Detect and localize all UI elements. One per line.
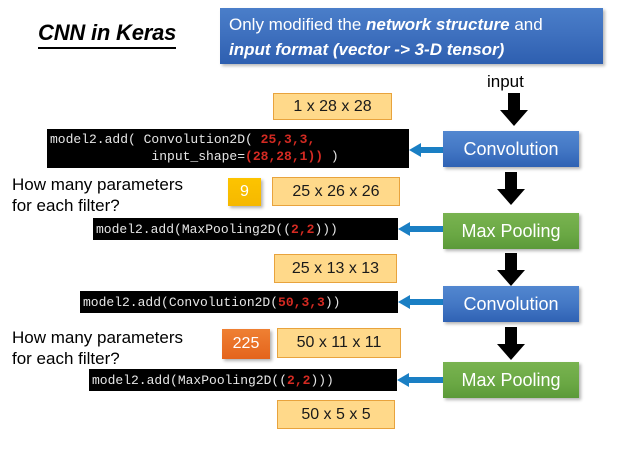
layer-maxpooling-1[interactable]: Max Pooling <box>443 213 579 249</box>
code-pool2-text: model2.add(MaxPooling2D(( <box>92 372 288 388</box>
question-1-line-1: How many parameters <box>12 175 184 194</box>
connector-arrow-maxpooling-2-icon <box>397 373 445 387</box>
down-arrow-conv2-to-pool2-icon <box>497 327 525 360</box>
code-conv2-numbers: 50,3,3 <box>278 294 325 310</box>
note-banner-line1-emphasis: network structure <box>366 15 510 34</box>
question-parameters-2: How many parameters for each filter? <box>12 327 183 369</box>
note-banner-line1-pre: Only modified the <box>229 15 367 34</box>
question-2-line-1: How many parameters <box>12 328 184 347</box>
code-pool1-numbers: 2,2 <box>291 221 315 237</box>
code-pool2-numbers: 2,2 <box>287 372 311 388</box>
question-parameters-1: How many parameters for each filter? <box>12 174 183 216</box>
down-arrow-pool1-to-conv2-icon <box>497 253 525 286</box>
code-conv1-line2-numbers: (28,28,1)) <box>245 149 324 164</box>
code-pool1-tail: ))) <box>314 221 338 237</box>
page-title-text: CNN in Keras <box>38 20 176 49</box>
connector-arrow-convolution-1-icon <box>409 143 445 157</box>
down-arrow-input-icon <box>500 93 528 126</box>
shape-conv2: 50 x 11 x 11 <box>277 328 401 358</box>
shape-input: 1 x 28 x 28 <box>273 93 392 120</box>
code-conv1-line1-numbers: 25,3,3, <box>260 132 316 147</box>
page-title: CNN in Keras <box>38 20 176 49</box>
code-block-maxpooling-2[interactable]: model2.add(MaxPooling2D((2,2))) <box>89 369 397 391</box>
code-conv2-tail: )) <box>324 294 341 310</box>
layer-maxpooling-2[interactable]: Max Pooling <box>443 362 579 398</box>
badge-param-count-2: 225 <box>222 329 270 359</box>
note-banner: Only modified the network structure and … <box>220 8 603 64</box>
badge-param-count-1: 9 <box>228 178 261 206</box>
code-block-maxpooling-1[interactable]: model2.add(MaxPooling2D((2,2))) <box>93 218 398 240</box>
note-banner-line2-emphasis: input format (vector -> 3-D tensor) <box>229 40 505 59</box>
connector-arrow-convolution-2-icon <box>398 295 445 309</box>
shape-pool2: 50 x 5 x 5 <box>277 400 395 429</box>
shape-conv1: 25 x 26 x 26 <box>272 177 400 206</box>
layer-convolution-1[interactable]: Convolution <box>443 131 579 167</box>
note-banner-line1-post: and <box>509 15 543 34</box>
down-arrow-conv1-to-pool1-icon <box>497 172 525 205</box>
note-banner-line-2: input format (vector -> 3-D tensor) <box>229 37 594 62</box>
code-conv2-text: model2.add(Convolution2D( <box>83 294 279 310</box>
connector-arrow-maxpooling-1-icon <box>398 222 445 236</box>
code-conv1-line2-text: input_shape= <box>50 149 246 164</box>
code-pool2-tail: ))) <box>310 372 334 388</box>
code-conv1-line2-tail: ) <box>323 149 339 164</box>
code-pool1-text: model2.add(MaxPooling2D(( <box>96 221 292 237</box>
code-conv1-line1-text: model2.add( Convolution2D( <box>50 132 261 147</box>
code-block-convolution-2[interactable]: model2.add(Convolution2D(50,3,3)) <box>80 291 398 313</box>
question-1-line-2: for each filter? <box>12 196 120 215</box>
shape-pool1: 25 x 13 x 13 <box>274 254 397 283</box>
note-banner-line-1: Only modified the network structure and <box>229 12 594 37</box>
input-label: input <box>487 72 524 91</box>
code-block-convolution-1[interactable]: model2.add( Convolution2D( 25,3,3, input… <box>47 129 409 168</box>
layer-convolution-2[interactable]: Convolution <box>443 286 579 322</box>
question-2-line-2: for each filter? <box>12 349 120 368</box>
